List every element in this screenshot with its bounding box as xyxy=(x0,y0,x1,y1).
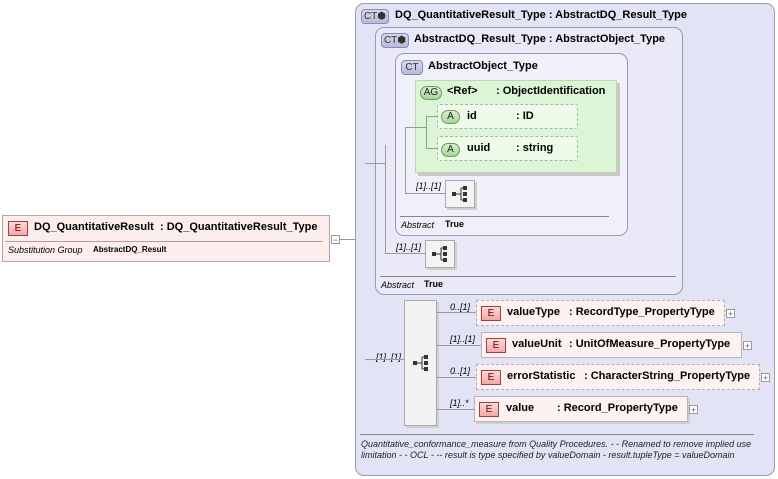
complex-type-outer-title: DQ_QuantitativeResult_Type : AbstractDQ_… xyxy=(395,9,687,21)
connector xyxy=(426,116,438,117)
complex-type-inner-title: AbstractObject_Type xyxy=(428,60,538,72)
cardinality: [1]..[1] xyxy=(376,352,402,362)
separator xyxy=(400,216,609,217)
expand-icon[interactable]: + xyxy=(689,405,698,415)
attribute-id[interactable]: A id : ID xyxy=(437,104,578,129)
connector xyxy=(436,345,481,346)
root-element-name: DQ_QuantitativeResult xyxy=(34,221,154,233)
element-type: : UnitOfMeasure_PropertyType xyxy=(569,338,731,350)
root-element[interactable]: E DQ_QuantitativeResult : DQ_Quantitativ… xyxy=(2,215,330,262)
expand-icon[interactable]: + xyxy=(743,341,752,351)
sequence-icon[interactable] xyxy=(445,180,475,208)
connector xyxy=(405,127,426,128)
substitution-group-label: Substitution Group xyxy=(8,245,83,255)
element-badge: E xyxy=(486,338,506,353)
element-badge: E xyxy=(481,370,501,385)
attribute-badge: A xyxy=(441,143,460,157)
complex-type-badge: CT xyxy=(401,60,423,75)
element-name: valueUnit xyxy=(512,338,562,350)
cardinality: [1]..[1] xyxy=(450,334,476,344)
expand-icon[interactable]: − xyxy=(331,235,340,245)
abstract-label: Abstract xyxy=(401,220,435,230)
connector xyxy=(426,148,438,149)
element-type: : RecordType_PropertyType xyxy=(569,306,715,318)
element-name: errorStatistic xyxy=(507,370,576,382)
documentation-separator xyxy=(360,434,754,435)
element-name: value xyxy=(506,402,535,414)
expand-icon[interactable]: + xyxy=(726,309,735,319)
attribute-group-type: : ObjectIdentification xyxy=(496,85,606,97)
attribute-name: uuid xyxy=(467,142,491,154)
attribute-badge: A xyxy=(441,110,460,124)
attribute-type: : ID xyxy=(516,110,534,122)
expand-icon[interactable]: + xyxy=(761,373,770,383)
cardinality: [1]..[1] xyxy=(416,181,442,191)
substitution-group-value: AbstractDQ_Result xyxy=(93,245,167,254)
element-type: : Record_PropertyType xyxy=(557,402,678,414)
cardinality: [1]..* xyxy=(450,398,469,408)
element-name: valueType xyxy=(507,306,560,318)
connector xyxy=(365,359,405,360)
complex-type-middle-title: AbstractDQ_Result_Type : AbstractObject_… xyxy=(414,33,666,45)
abstract-label: Abstract xyxy=(381,280,415,290)
element-badge: E xyxy=(8,221,28,236)
element-value[interactable]: E value : Record_PropertyType xyxy=(474,396,688,422)
attribute-type: : string xyxy=(516,142,554,154)
connector xyxy=(426,116,427,148)
attribute-group-name: <Ref> xyxy=(447,85,478,97)
element-badge: E xyxy=(479,402,499,417)
element-badge: E xyxy=(481,306,501,321)
documentation-text: Quantitative_conformance_measure from Qu… xyxy=(361,439,752,460)
element-valueType[interactable]: E valueType : RecordType_PropertyType xyxy=(476,300,725,326)
sequence-icon[interactable] xyxy=(425,240,455,268)
connector xyxy=(365,163,385,164)
cardinality: 0..[1] xyxy=(450,366,471,376)
element-type: : CharacterString_PropertyType xyxy=(584,370,751,382)
sequence-icon[interactable] xyxy=(404,300,437,426)
attribute-name: id xyxy=(467,110,477,122)
abstract-value: True xyxy=(445,219,465,229)
element-errorStatistic[interactable]: E errorStatistic : CharacterString_Prope… xyxy=(476,364,760,390)
connector xyxy=(436,409,474,410)
attribute-uuid[interactable]: A uuid : string xyxy=(437,136,578,161)
connector xyxy=(340,239,365,240)
element-valueUnit[interactable]: E valueUnit : UnitOfMeasure_PropertyType xyxy=(481,332,742,358)
connector xyxy=(436,312,476,313)
connector xyxy=(436,377,476,378)
connector xyxy=(385,145,386,253)
root-element-type: : DQ_QuantitativeResult_Type xyxy=(160,221,318,233)
complex-type-badge: CT⬢ xyxy=(361,9,389,24)
cardinality: [1]..[1] xyxy=(396,242,422,252)
attribute-group-badge: AG xyxy=(420,86,442,100)
complex-type-badge: CT⬢ xyxy=(381,33,409,48)
connector xyxy=(405,193,445,194)
connector xyxy=(385,253,425,254)
separator xyxy=(380,276,676,277)
abstract-value: True xyxy=(424,279,444,289)
cardinality: 0..[1] xyxy=(450,302,471,312)
separator xyxy=(5,241,323,242)
connector xyxy=(405,127,406,193)
